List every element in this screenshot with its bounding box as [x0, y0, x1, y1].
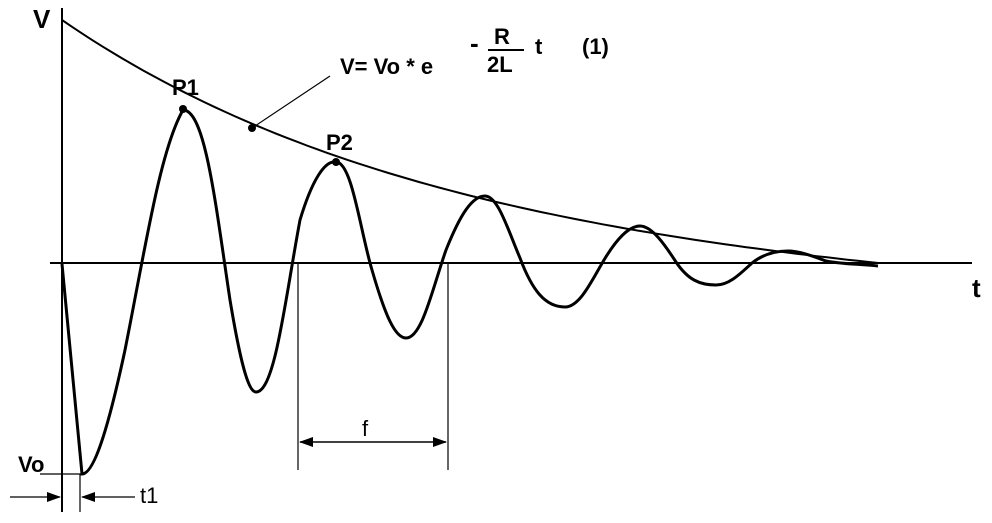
formula-lhs: V= Vo * e — [340, 54, 433, 79]
formula-leader-line — [251, 75, 331, 129]
p1-marker — [179, 105, 187, 113]
vo-label: Vo — [18, 452, 44, 477]
p2-marker — [332, 158, 340, 166]
equation-number: (1) — [582, 34, 609, 59]
x-axis-label: t — [972, 273, 981, 303]
y-axis-label: V — [33, 4, 51, 34]
period-f-label: f — [362, 416, 369, 441]
t1-label: t1 — [140, 483, 158, 508]
formula-exp-var: t — [535, 34, 543, 59]
formula-leader-dot — [248, 124, 256, 132]
formula-exp-denominator: 2L — [487, 52, 513, 77]
formula-exp-numerator: R — [494, 24, 510, 49]
damped-wave — [60, 108, 879, 476]
envelope-curve — [61, 19, 879, 264]
p2-label: P2 — [326, 130, 353, 155]
p1-label: P1 — [172, 75, 199, 100]
formula-exp-sign: - — [470, 28, 479, 58]
